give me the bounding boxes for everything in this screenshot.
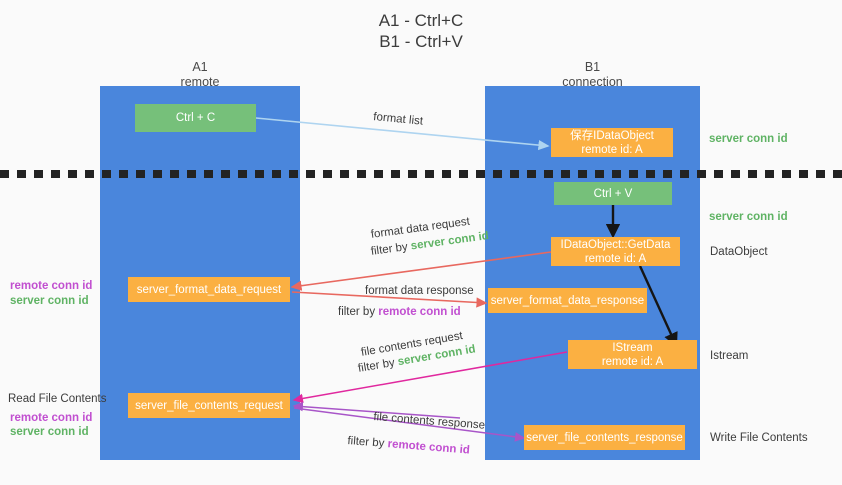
box-server-file-contents-response-label: server_file_contents_response: [526, 431, 683, 444]
edge-label-format-list: format list: [372, 110, 424, 128]
box-istream-line2: remote id: A: [601, 355, 664, 368]
filter-key-remote-conn-id-1: remote conn id: [378, 306, 461, 318]
box-server-file-contents-request[interactable]: server_file_contents_request: [128, 393, 290, 418]
column-header-b1: B1 connection: [485, 60, 700, 90]
filter-key-remote-conn-id-2: remote conn id: [387, 438, 471, 457]
box-save-idataobject[interactable]: 保存IDataObject remote id: A: [551, 128, 673, 157]
filter-prefix-2: filter by: [338, 306, 379, 318]
edge-label-file-contents-response-filter: filter by remote conn id: [347, 434, 471, 459]
box-ctrl-v[interactable]: Ctrl + V: [554, 182, 672, 205]
filter-prefix-4: filter by: [346, 434, 389, 451]
box-ctrl-c[interactable]: Ctrl + C: [135, 104, 256, 132]
page-title: A1 - Ctrl+C B1 - Ctrl+V: [0, 10, 842, 52]
column-a1-sub: remote: [180, 75, 220, 89]
box-server-file-contents-request-label: server_file_contents_request: [135, 399, 283, 412]
box-idataobject-getdata[interactable]: IDataObject::GetData remote id: A: [551, 237, 680, 266]
box-getdata-line2: remote id: A: [584, 252, 647, 265]
box-istream[interactable]: IStream remote id: A: [568, 340, 697, 369]
box-server-format-data-request[interactable]: server_format_data_request: [128, 277, 290, 302]
box-ctrl-v-label: Ctrl + V: [593, 187, 633, 200]
annotation-istream: Istream: [710, 350, 749, 362]
annotation-remote-conn-id-1: remote conn id: [10, 280, 93, 292]
box-ctrl-c-label: Ctrl + C: [175, 112, 216, 124]
filter-prefix-1: filter by: [370, 240, 412, 258]
column-header-a1: A1 remote: [100, 60, 300, 90]
box-getdata-line1: IDataObject::GetData: [560, 238, 671, 251]
column-b1-name: B1: [584, 60, 601, 74]
annotation-server-conn-id-1: server conn id: [10, 295, 89, 307]
box-server-file-contents-response[interactable]: server_file_contents_response: [524, 425, 685, 450]
box-server-format-data-response[interactable]: server_format_data_response: [488, 288, 647, 313]
title-line-1: A1 - Ctrl+C: [378, 11, 464, 30]
phase-divider: [0, 170, 842, 178]
annotation-server-conn-id-2: server conn id: [10, 426, 89, 438]
edge-label-format-data-response: format data response: [365, 285, 474, 297]
box-server-format-data-response-label: server_format_data_response: [490, 294, 645, 307]
annotation-dataobject: DataObject: [710, 246, 768, 258]
column-b1-sub: connection: [562, 75, 623, 89]
edge-label-file-contents-response: file contents response: [372, 410, 486, 432]
annotation-remote-conn-id-2: remote conn id: [10, 412, 93, 424]
box-save-idataobject-line2: remote id: A: [581, 143, 643, 156]
annotation-read-file-contents: Read File Contents: [8, 393, 107, 405]
annotation-server-conn-id-mid: server conn id: [709, 211, 788, 223]
column-a1-name: A1: [192, 60, 208, 74]
annotation-write-file-contents: Write File Contents: [710, 432, 808, 444]
edge-label-format-data-response-filter: filter by remote conn id: [338, 305, 461, 320]
box-save-idataobject-line1: 保存IDataObject: [570, 129, 654, 142]
title-line-2: B1 - Ctrl+V: [379, 32, 463, 51]
annotation-server-conn-id-top: server conn id: [709, 133, 788, 145]
box-istream-line1: IStream: [612, 341, 653, 354]
box-server-format-data-request-label: server_format_data_request: [136, 283, 282, 296]
